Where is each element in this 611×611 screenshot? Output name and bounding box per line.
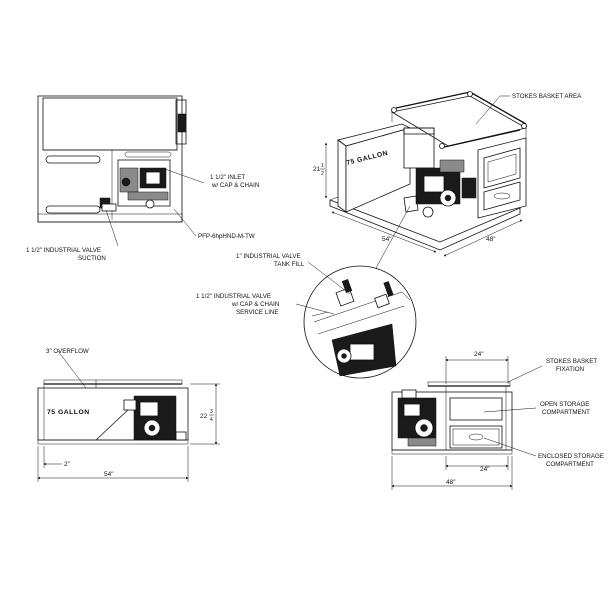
- iso-width-54: 54": [382, 236, 392, 243]
- callout-service: 1 1/2" INDUSTRIAL VALVE w/ CAP & CHAIN S…: [196, 293, 335, 316]
- enclosed-storage-sublabel: COMPARTMENT: [546, 461, 594, 468]
- detail-circle: [303, 265, 417, 379]
- side-engine: [123, 395, 187, 441]
- service-label: 1 1/2" INDUSTRIAL VALVE: [196, 293, 271, 300]
- iso-height-frac-bot: 2: [321, 171, 324, 177]
- top-view-engine: [99, 159, 171, 212]
- model-label: PFP-6hpHND-M-TW: [198, 233, 255, 240]
- side-height-whole: 22: [200, 413, 208, 420]
- end-48-label: 48": [446, 479, 456, 486]
- iso-height-whole: 21: [313, 166, 321, 173]
- end-top-24-dim: 24": [445, 351, 509, 384]
- open-storage-sublabel: COMPARTMENT: [542, 409, 590, 416]
- end-view: [391, 381, 513, 455]
- service-sublabel-1: w/ CAP & CHAIN: [231, 301, 279, 308]
- callout-open-storage: OPEN STORAGE COMPARTMENT: [483, 401, 590, 416]
- suction-sublabel: SUCTION: [78, 255, 106, 262]
- suction-label: 1 1/2" INDUSTRIAL VALVE: [26, 247, 101, 254]
- stokes-basket-frame: [390, 91, 528, 149]
- tank-fill-label: 1" INDUSTRIAL VALVE: [236, 253, 301, 260]
- isometric-view: 75 GALLON: [329, 91, 528, 251]
- side-height-dim: 22 3 4: [190, 383, 220, 445]
- side-54-dim: 54": [37, 446, 189, 482]
- iso-height-frac-top: 1: [321, 163, 324, 169]
- iso-depth-dim: 48": [443, 219, 523, 257]
- inlet-label: 1 1/2" INLET: [210, 174, 245, 181]
- side-view: 75 GALLON: [37, 379, 189, 445]
- side-gallon-label: 75 GALLON: [47, 409, 90, 416]
- end-mid-24-dim: 24": [445, 456, 509, 473]
- iso-engine: [403, 159, 477, 218]
- side-height-frac-top: 3: [210, 409, 213, 415]
- side-2-dim-label: 2": [64, 461, 71, 468]
- iso-depth-48: 48": [486, 236, 496, 243]
- callout-overflow: 3" OVERFLOW: [46, 348, 89, 389]
- enclosed-storage-label: ENCLOSED STORAGE: [538, 453, 604, 460]
- side-54-label: 54": [104, 471, 114, 478]
- overflow-label: 3" OVERFLOW: [46, 348, 89, 355]
- end-48-dim: 48": [391, 456, 513, 490]
- end-engine: [397, 389, 437, 447]
- open-storage-box: [449, 397, 503, 421]
- service-sublabel-2: SERVICE LINE: [236, 309, 279, 316]
- callout-suction: 1 1/2" INDUSTRIAL VALVE SUCTION: [26, 209, 119, 262]
- end-top-24-label: 24": [474, 351, 484, 358]
- stokes-area-label: STOKES BASKET AREA: [512, 93, 582, 100]
- callout-stokes-area: STOKES BASKET AREA: [475, 93, 582, 125]
- top-view: [37, 95, 187, 223]
- inlet-sublabel: w/ CAP & CHAIN: [211, 182, 259, 189]
- callout-stokes-fixation: STOKES BASKET FIXATION: [507, 358, 597, 383]
- iso-height-dim: 21 1 2: [313, 142, 328, 199]
- callout-enclosed-storage: ENCLOSED STORAGE COMPARTMENT: [483, 437, 604, 468]
- side-height-frac-bot: 4: [210, 417, 213, 423]
- enclosed-storage-box: [449, 425, 503, 449]
- stokes-fix-label: STOKES BASKET: [546, 358, 597, 365]
- side-2-dim: 2": [37, 446, 71, 482]
- end-mid-24-label: 24": [480, 466, 490, 473]
- tank-fill-sublabel: TANK FILL: [274, 261, 305, 268]
- callout-tank-fill: 1" INDUSTRIAL VALVE TANK FILL: [236, 253, 351, 295]
- callout-model: PFP-6hpHND-M-TW: [173, 208, 255, 240]
- stokes-fix-sublabel: FIXATION: [556, 366, 584, 373]
- callout-inlet: 1 1/2" INLET w/ CAP & CHAIN: [161, 167, 259, 189]
- iso-width-dim: 54": [331, 211, 437, 253]
- open-storage-label: OPEN STORAGE: [540, 401, 589, 408]
